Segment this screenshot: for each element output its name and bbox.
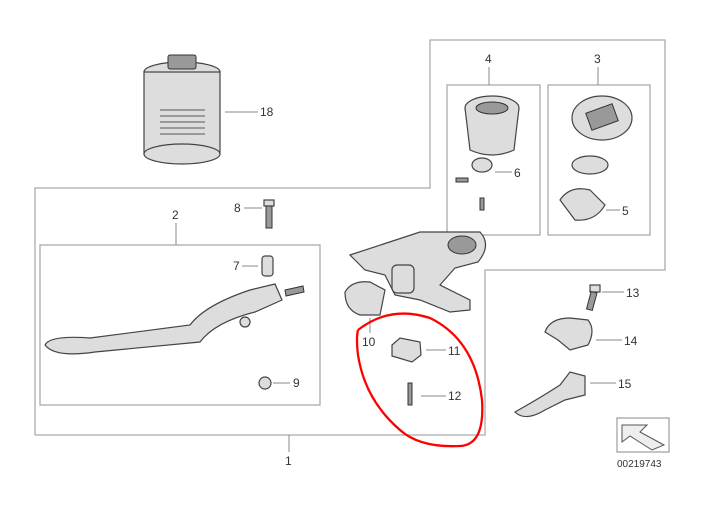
lever-subframe (39, 244, 321, 406)
diagram-id: 00219743 (617, 459, 662, 470)
label-1: 1 (285, 454, 292, 468)
label-18: 18 (260, 105, 274, 119)
part-1-master-cylinder[interactable] (348, 231, 487, 313)
part-9-nut[interactable] (258, 376, 272, 390)
part-12-screw[interactable] (407, 382, 413, 406)
part-15-bracket[interactable] (514, 371, 586, 418)
part-4-reservoir[interactable] (464, 95, 520, 156)
label-3: 3 (594, 52, 601, 66)
label-7: 7 (233, 259, 240, 273)
part-5-diaphragm[interactable] (559, 188, 606, 221)
label-14: 14 (624, 334, 638, 348)
label-12: 12 (448, 389, 462, 403)
part-3-cap[interactable] (571, 95, 633, 141)
part-7-bushing[interactable] (261, 255, 274, 277)
part-13-bolt[interactable] (585, 284, 601, 312)
label-9: 9 (293, 376, 300, 390)
label-15: 15 (618, 377, 632, 391)
red-highlight-circle (355, 312, 484, 448)
label-2: 2 (172, 208, 179, 222)
label-8: 8 (234, 201, 241, 215)
part-14-clamp[interactable] (544, 317, 593, 351)
part-11-switch[interactable] (391, 337, 422, 363)
label-10: 10 (362, 335, 376, 349)
arrow-icon (621, 424, 666, 451)
label-13: 13 (626, 286, 640, 300)
cap-plate (571, 155, 609, 175)
label-11: 11 (448, 344, 461, 358)
assembly-frame (34, 39, 666, 436)
part-2-lever[interactable] (44, 283, 283, 355)
part-10-boot[interactable] (344, 281, 386, 316)
part-8-screw[interactable] (263, 199, 275, 229)
part-6-seal[interactable] (471, 157, 493, 173)
cap-subframe (547, 84, 651, 236)
part-18-fluid-can[interactable] (143, 54, 221, 165)
label-5: 5 (622, 204, 629, 218)
label-4: 4 (485, 52, 492, 66)
label-6: 6 (514, 166, 521, 180)
reservoir-subframe (446, 84, 541, 236)
